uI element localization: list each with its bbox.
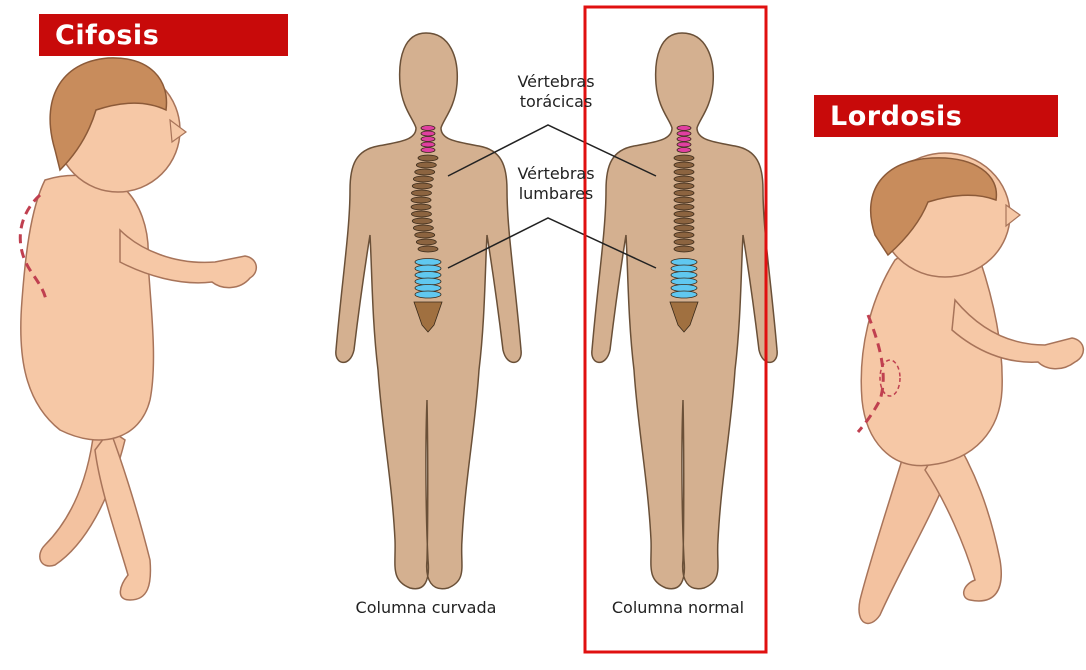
normal-thoracic-vertebra bbox=[674, 204, 694, 210]
curved-thoracic-vertebra bbox=[412, 218, 432, 224]
normal-thoracic-vertebra bbox=[674, 176, 694, 182]
curved-cervical-vertebra bbox=[421, 131, 435, 136]
label-thoracic-line1: Vértebras bbox=[494, 72, 618, 92]
normal-thoracic-vertebra bbox=[674, 162, 694, 168]
normal-thoracic-vertebra bbox=[674, 218, 694, 224]
curved-thoracic-vertebra bbox=[413, 176, 433, 182]
curved-lumbar-vertebra bbox=[415, 291, 441, 298]
curved-cervical-vertebra bbox=[421, 142, 435, 147]
normal-lumbar-vertebra bbox=[671, 291, 697, 298]
normal-cervical-vertebra bbox=[677, 137, 691, 142]
curved-thoracic-vertebra bbox=[413, 225, 433, 231]
curved-lumbar-vertebra bbox=[415, 265, 441, 272]
curved-thoracic-vertebra bbox=[411, 190, 431, 196]
normal-thoracic-vertebra bbox=[674, 225, 694, 231]
normal-thoracic-vertebra bbox=[674, 169, 694, 175]
lordosis-title: Lordosis bbox=[830, 101, 962, 132]
curved-thoracic-vertebra bbox=[415, 169, 435, 175]
curved-thoracic-vertebra bbox=[418, 246, 438, 252]
label-thoracic-line2: torácicas bbox=[494, 92, 618, 112]
normal-thoracic-vertebra bbox=[674, 190, 694, 196]
caption-curved-column: Columna curvada bbox=[328, 598, 524, 618]
normal-thoracic-vertebra bbox=[674, 155, 694, 161]
curved-lumbar-vertebra bbox=[415, 285, 441, 292]
curved-thoracic-vertebra bbox=[411, 204, 431, 210]
curved-thoracic-vertebra bbox=[416, 239, 436, 245]
normal-lumbar-vertebra bbox=[671, 285, 697, 292]
normal-thoracic-vertebra bbox=[674, 239, 694, 245]
caption-normal-column: Columna normal bbox=[585, 598, 771, 618]
curved-thoracic-vertebra bbox=[416, 162, 436, 168]
curved-cervical-vertebra bbox=[421, 148, 435, 153]
curved-cervical-vertebra bbox=[421, 126, 435, 131]
normal-lumbar-vertebra bbox=[671, 265, 697, 272]
curved-thoracic-vertebra bbox=[411, 211, 431, 217]
lordosis-child-illustration bbox=[858, 153, 1083, 623]
normal-thoracic-vertebra bbox=[674, 232, 694, 238]
label-lumbar-line2: lumbares bbox=[494, 184, 618, 204]
curved-thoracic-vertebra bbox=[411, 197, 431, 203]
normal-thoracic-vertebra bbox=[674, 197, 694, 203]
normal-thoracic-vertebra bbox=[674, 183, 694, 189]
curved-lumbar-vertebra bbox=[415, 272, 441, 279]
curved-lumbar-vertebra bbox=[415, 278, 441, 285]
normal-cervical-vertebra bbox=[677, 126, 691, 131]
curved-lumbar-vertebra bbox=[415, 259, 441, 266]
curved-thoracic-vertebra bbox=[415, 232, 435, 238]
cifosis-child-illustration bbox=[20, 58, 256, 600]
normal-lumbar-vertebra bbox=[671, 272, 697, 279]
cifosis-title: Cifosis bbox=[55, 20, 159, 51]
lordosis-banner: Lordosis bbox=[814, 95, 1058, 137]
label-lumbar-line1: Vértebras bbox=[494, 164, 618, 184]
curved-thoracic-vertebra bbox=[418, 155, 438, 161]
curved-thoracic-vertebra bbox=[412, 183, 432, 189]
normal-thoracic-vertebra bbox=[674, 246, 694, 252]
cifosis-banner: Cifosis bbox=[39, 14, 288, 56]
normal-thoracic-vertebra bbox=[674, 211, 694, 217]
normal-cervical-vertebra bbox=[677, 148, 691, 153]
label-lumbar-vertebrae: Vértebras lumbares bbox=[494, 164, 618, 204]
normal-lumbar-vertebra bbox=[671, 278, 697, 285]
normal-cervical-vertebra bbox=[677, 131, 691, 136]
curved-cervical-vertebra bbox=[421, 137, 435, 142]
normal-lumbar-vertebra bbox=[671, 259, 697, 266]
normal-cervical-vertebra bbox=[677, 142, 691, 147]
label-thoracic-vertebrae: Vértebras torácicas bbox=[494, 72, 618, 112]
